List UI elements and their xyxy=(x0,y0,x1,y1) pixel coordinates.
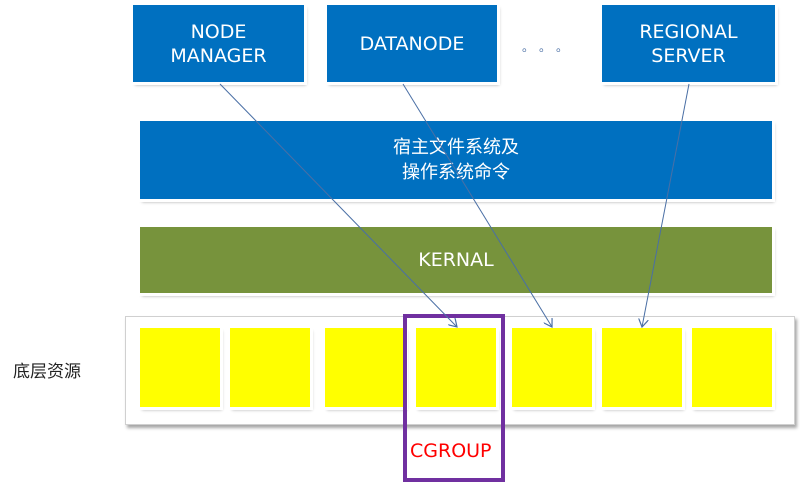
arrow-node-manager xyxy=(219,83,457,327)
resource-block xyxy=(689,325,775,410)
arrow-datanode xyxy=(402,83,552,327)
host-fs-line1: 宿主文件系统及 xyxy=(393,137,519,158)
node-manager-box: NODE MANAGER xyxy=(130,2,307,85)
resource-block xyxy=(137,325,223,410)
node-manager-label-line1: NODE xyxy=(190,20,247,43)
ellipsis-dots: 。。。 xyxy=(522,40,580,54)
resource-block xyxy=(227,325,313,410)
regional-server-label-line2: SERVER xyxy=(651,44,726,67)
datanode-box: DATANODE xyxy=(324,2,500,85)
datanode-label: DATANODE xyxy=(359,32,465,55)
resource-block xyxy=(413,325,499,410)
resources-label: 底层资源 xyxy=(13,362,81,382)
cgroup-frame xyxy=(403,314,505,482)
kernel-layer: KERNAL xyxy=(137,224,775,296)
resource-block xyxy=(509,325,595,410)
cgroup-label: CGROUP xyxy=(410,440,492,462)
host-filesystem-layer: 宿主文件系统及 操作系统命令 xyxy=(137,118,775,202)
regional-server-box: REGIONAL SERVER xyxy=(599,2,778,85)
arrow-regional-server xyxy=(642,83,690,327)
resource-block xyxy=(599,325,685,410)
regional-server-label-line1: REGIONAL xyxy=(639,20,738,43)
resource-block xyxy=(322,325,408,410)
kernel-label: KERNAL xyxy=(418,249,494,271)
node-manager-label-line2: MANAGER xyxy=(170,44,267,67)
host-fs-line2: 操作系统命令 xyxy=(402,162,510,183)
